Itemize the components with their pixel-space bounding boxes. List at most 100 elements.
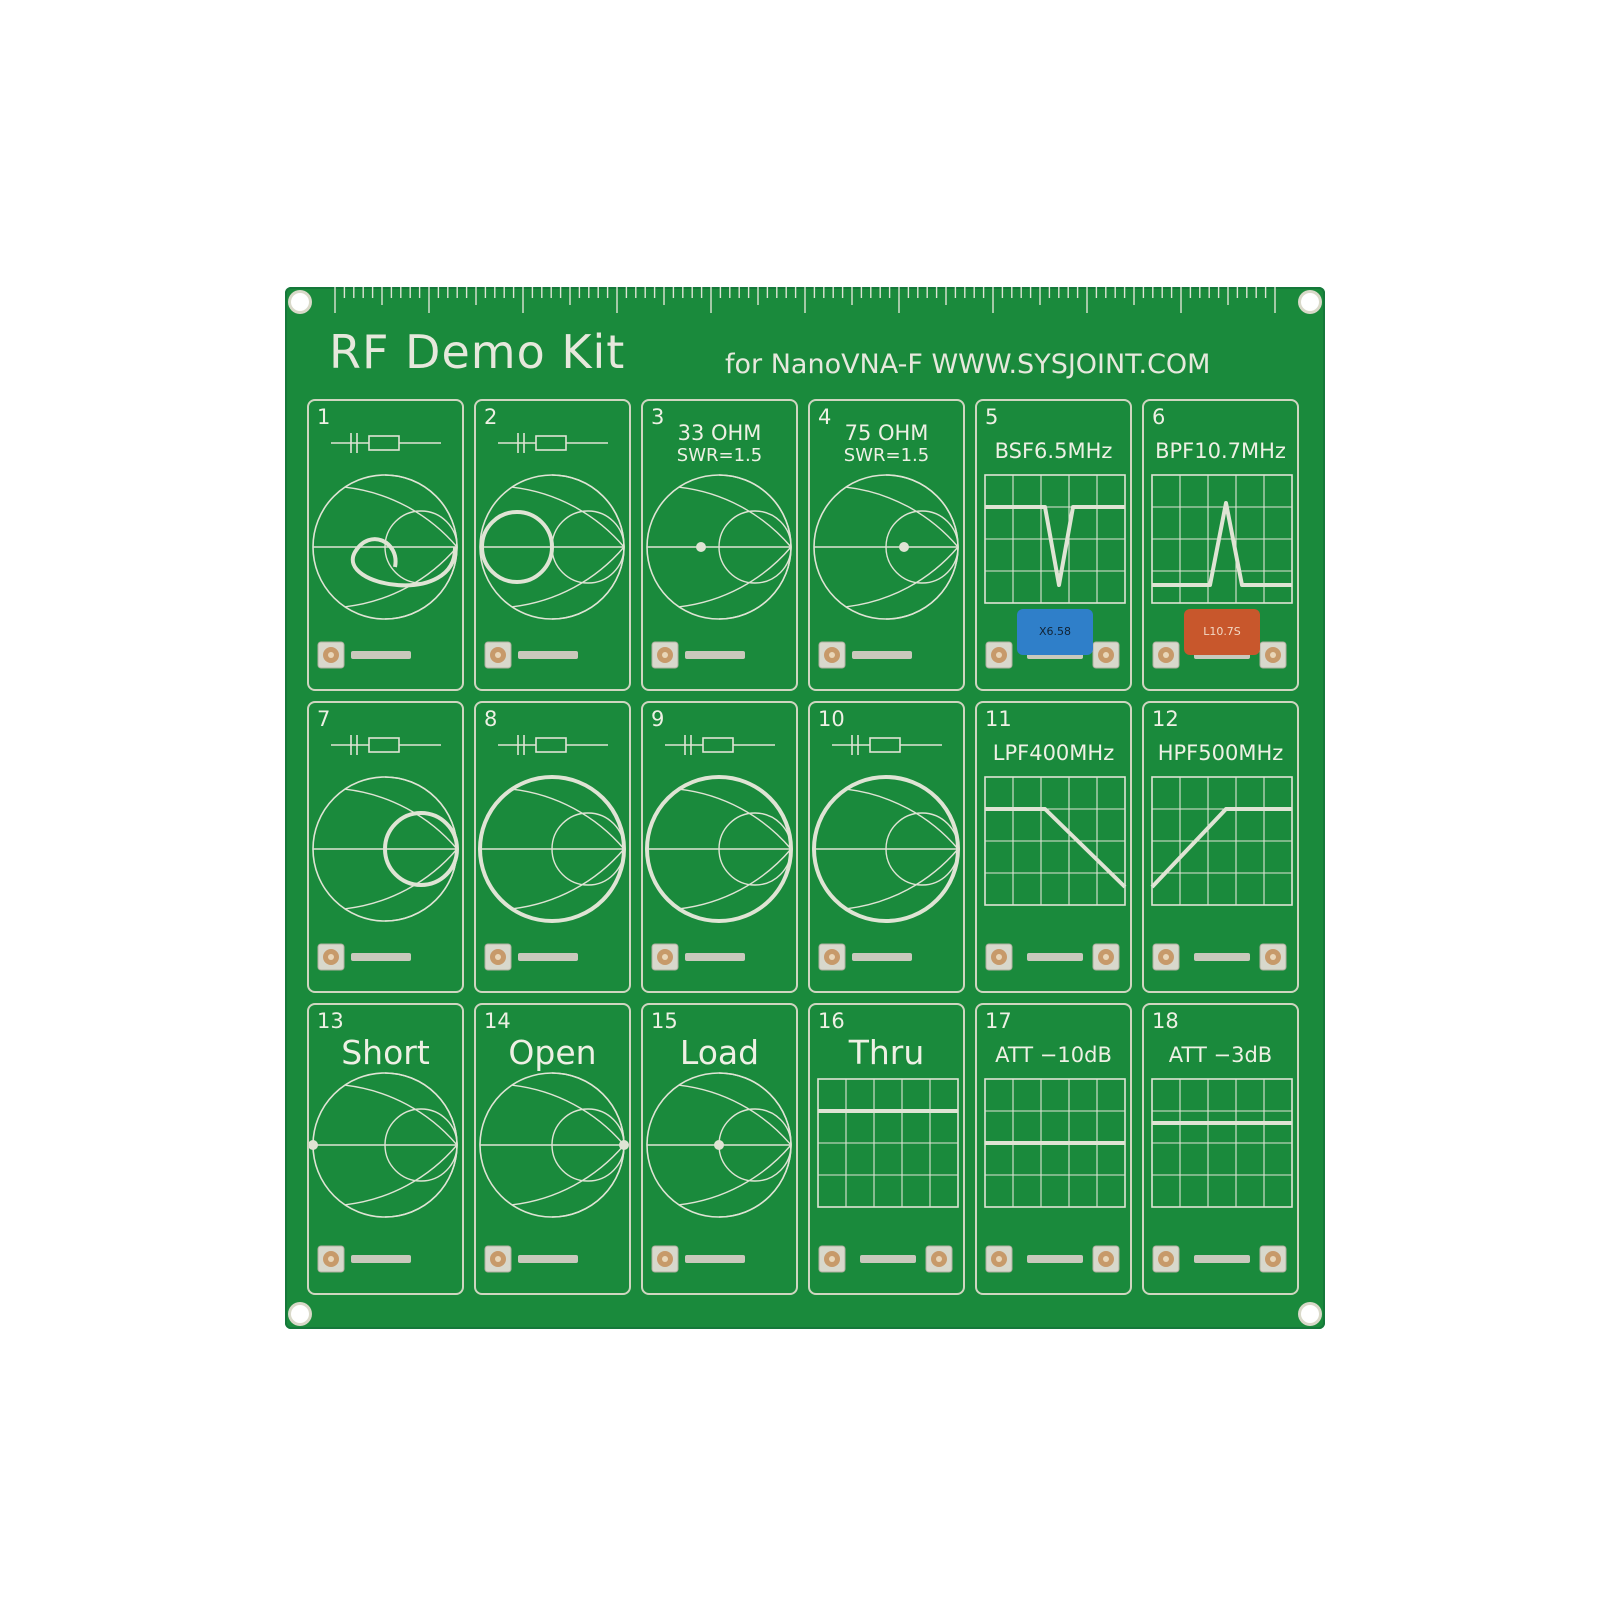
cell-number: 16 [818, 1009, 845, 1033]
sma-connector[interactable] [1092, 1245, 1120, 1273]
connector-pin [829, 954, 835, 960]
impedance-trace [480, 510, 554, 584]
sma-connector[interactable] [1259, 641, 1287, 669]
smith-chart [479, 1072, 625, 1218]
cell-number: 9 [651, 707, 665, 731]
impedance-dot [899, 542, 909, 552]
smith-reactance-arc [551, 546, 625, 620]
sma-connector[interactable] [985, 641, 1013, 669]
cell-label: 75 OHM [844, 421, 929, 445]
mount-hole-top-left [291, 293, 309, 311]
smith-reactance-arc [846, 788, 959, 850]
sma-connector[interactable] [484, 943, 512, 971]
smith-reactance-arc [512, 1144, 625, 1206]
sma-connector[interactable] [1092, 641, 1120, 669]
response-trace [1152, 501, 1292, 587]
mount-hole-bottom-right [1301, 1305, 1319, 1323]
smith-reactance-arc [718, 1144, 792, 1218]
sma-connector[interactable] [818, 1245, 846, 1273]
smd-part [518, 953, 578, 961]
smith-reactance-arc [846, 848, 959, 910]
board-subtitle: for NanoVNA-F WWW.SYSJOINT.COM [725, 349, 1211, 380]
smith-reactance-arc [512, 848, 625, 910]
sma-connector[interactable] [985, 943, 1013, 971]
smd-part [685, 1255, 745, 1263]
connector-pin [662, 652, 668, 658]
pcb-board: RF Demo Kit for NanoVNA-F WWW.SYSJOINT.C… [285, 287, 1325, 1329]
response-grid [1151, 474, 1293, 604]
cell-label: ATT −3dB [1168, 1043, 1273, 1067]
connector-pin [996, 1256, 1002, 1262]
rc-circuit-icon [331, 735, 441, 755]
smith-reactance-arc [679, 1144, 792, 1206]
smith-reactance-arc [718, 1072, 792, 1146]
impedance-dot [619, 1140, 629, 1150]
cell-number: 2 [484, 405, 498, 429]
cell-2: 2 [474, 399, 631, 691]
response-grid [817, 1078, 959, 1208]
rlc-circuit-icon [331, 433, 441, 453]
sma-connector[interactable] [925, 1245, 953, 1273]
smd-part [518, 1255, 578, 1263]
response-grid [1151, 776, 1293, 906]
smith-reactance-arc [512, 486, 625, 548]
cell-graphic [1151, 1078, 1293, 1273]
ruler-markings [334, 287, 1276, 313]
sma-connector[interactable] [484, 1245, 512, 1273]
smith-reactance-arc [885, 474, 959, 548]
sma-connector[interactable] [818, 641, 846, 669]
sma-connector[interactable] [1259, 1245, 1287, 1273]
connector-pin [829, 652, 835, 658]
sma-connector[interactable] [818, 943, 846, 971]
sma-connector[interactable] [1152, 641, 1180, 669]
cell-graphic [813, 474, 959, 669]
sma-connector[interactable] [651, 943, 679, 971]
cell-number: 3 [651, 405, 665, 429]
smith-reactance-arc [679, 848, 792, 910]
cell-10: 10 [808, 701, 965, 993]
impedance-trace [383, 811, 459, 887]
sma-connector[interactable] [651, 641, 679, 669]
cell-label: Short [341, 1033, 430, 1072]
sma-connector[interactable] [1152, 943, 1180, 971]
sma-connector[interactable] [317, 943, 345, 971]
sma-connector[interactable] [1092, 943, 1120, 971]
smd-part [685, 651, 745, 659]
sma-connector[interactable] [484, 641, 512, 669]
smith-chart [646, 474, 792, 620]
cell-label: LPF400MHz [992, 741, 1115, 765]
smd-part [852, 651, 912, 659]
ceramic-filter-orange: L10.7S [1184, 609, 1260, 655]
sma-connector[interactable] [317, 641, 345, 669]
smd-part [685, 953, 745, 961]
inductor-icon [832, 735, 942, 755]
cell-label: ATT −10dB [995, 1043, 1112, 1067]
impedance-trace [812, 775, 960, 923]
capacitor-icon [665, 735, 775, 755]
sma-connector[interactable] [985, 1245, 1013, 1273]
sma-connector[interactable] [1259, 943, 1287, 971]
smith-reactance-arc [679, 1084, 792, 1146]
cell-graphic [309, 1072, 458, 1273]
smith-reactance-arc [512, 1084, 625, 1146]
impedance-trace [350, 537, 458, 588]
connector-pin [662, 1256, 668, 1262]
cell-number: 4 [818, 405, 832, 429]
sma-connector[interactable] [651, 1245, 679, 1273]
smith-reactance-arc [718, 546, 792, 620]
smith-reactance-arc [345, 1084, 458, 1146]
smith-chart [813, 474, 959, 620]
smith-reactance-arc [679, 546, 792, 608]
smd-part [351, 1255, 411, 1263]
sma-connector[interactable] [1152, 1245, 1180, 1273]
connector-pin [1163, 1256, 1169, 1262]
smd-part [351, 953, 411, 961]
sma-connector[interactable] [317, 1245, 345, 1273]
connector-pin [1270, 652, 1276, 658]
cell-number: 7 [317, 707, 331, 731]
